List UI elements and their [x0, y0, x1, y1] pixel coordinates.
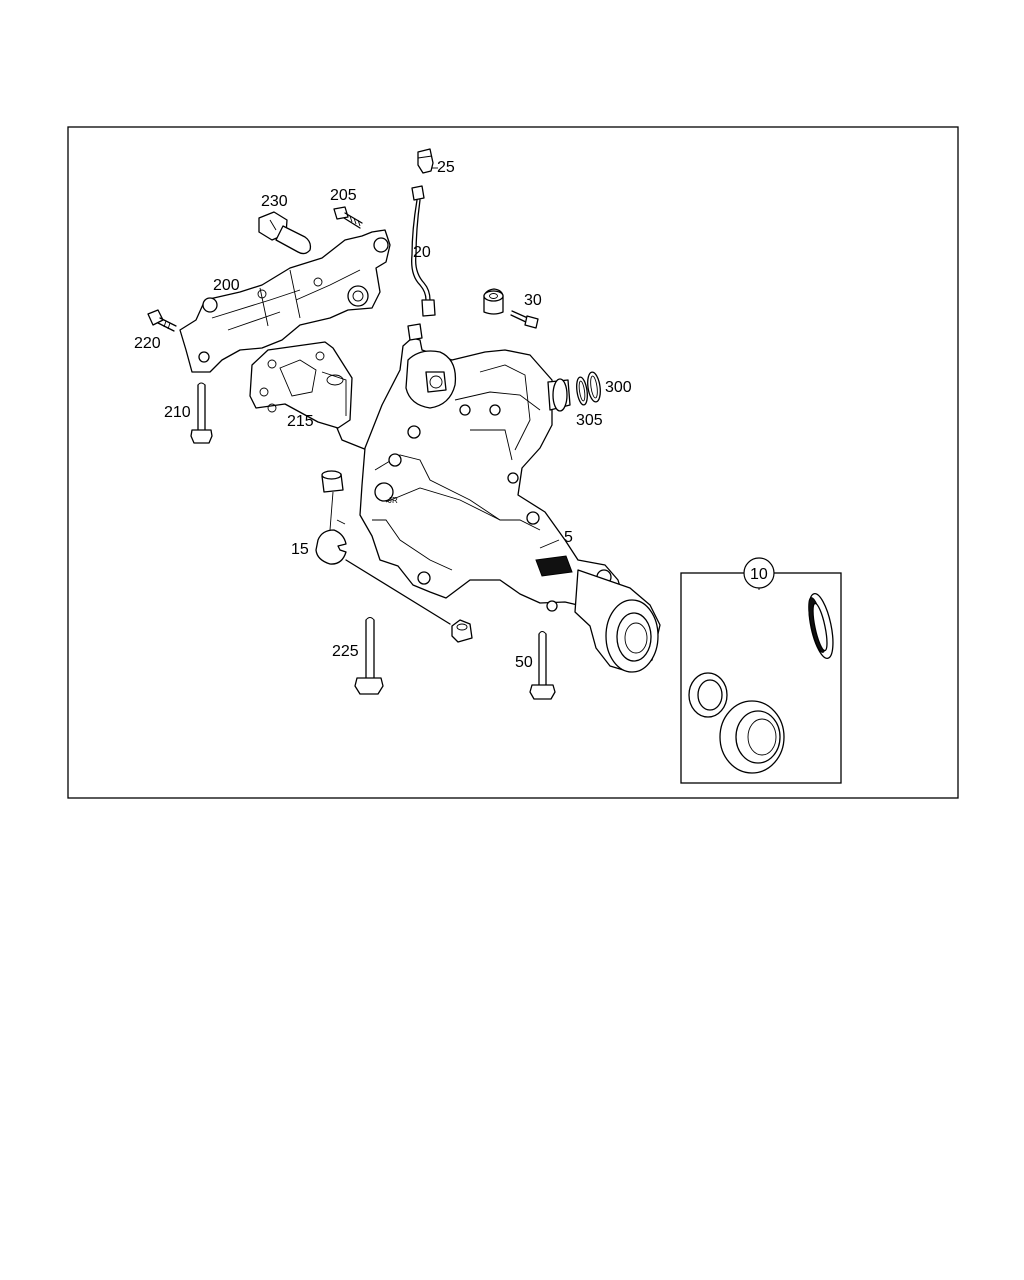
callout-15: 15 [291, 541, 309, 558]
part-10-seal-kit[interactable] [680, 572, 842, 784]
callout-300: 300 [605, 379, 632, 396]
part-225-bolt[interactable] [354, 617, 384, 695]
callout-20: 20 [413, 244, 431, 261]
callout-50: 50 [515, 654, 533, 671]
part-300-o-ring[interactable] [586, 371, 602, 403]
callout-5: 5 [564, 529, 573, 546]
part-5-rear-axle-housing[interactable]: JR [359, 323, 661, 673]
part-30-bushing-and-bolt[interactable] [483, 288, 539, 329]
part-25-connector-cap[interactable] [417, 148, 434, 174]
callout-230: 230 [261, 193, 288, 210]
callout-25: 25 [437, 159, 455, 176]
part-20-sensor-cable[interactable] [411, 185, 436, 317]
callout-305: 305 [576, 412, 603, 429]
callout-215: 215 [287, 413, 314, 430]
diagram-frame [67, 126, 959, 799]
callout-30: 30 [524, 292, 542, 309]
callout-10-circle [743, 557, 775, 589]
callout-200: 200 [213, 277, 240, 294]
part-15-bushing-set[interactable] [315, 470, 473, 643]
part-200-mounting-bracket[interactable] [179, 229, 391, 373]
callout-labels: 25 20 230 205 200 30 220 300 305 210 215… [134, 159, 775, 671]
callout-10: 10 [750, 566, 768, 583]
callout-210: 210 [164, 404, 191, 421]
callout-220: 220 [134, 335, 161, 352]
part-220-bolt[interactable] [147, 309, 177, 332]
callout-205: 205 [330, 187, 357, 204]
part-215-mounting-plate[interactable] [249, 341, 373, 453]
part-205-bolt[interactable] [333, 206, 363, 229]
housing-stamp-text: JR [388, 496, 398, 505]
callout-225: 225 [332, 643, 359, 660]
part-50-bolt[interactable] [529, 631, 556, 700]
part-230-bolt[interactable] [258, 211, 312, 255]
part-305-o-ring[interactable] [575, 376, 589, 406]
part-210-bolt[interactable] [190, 382, 213, 444]
